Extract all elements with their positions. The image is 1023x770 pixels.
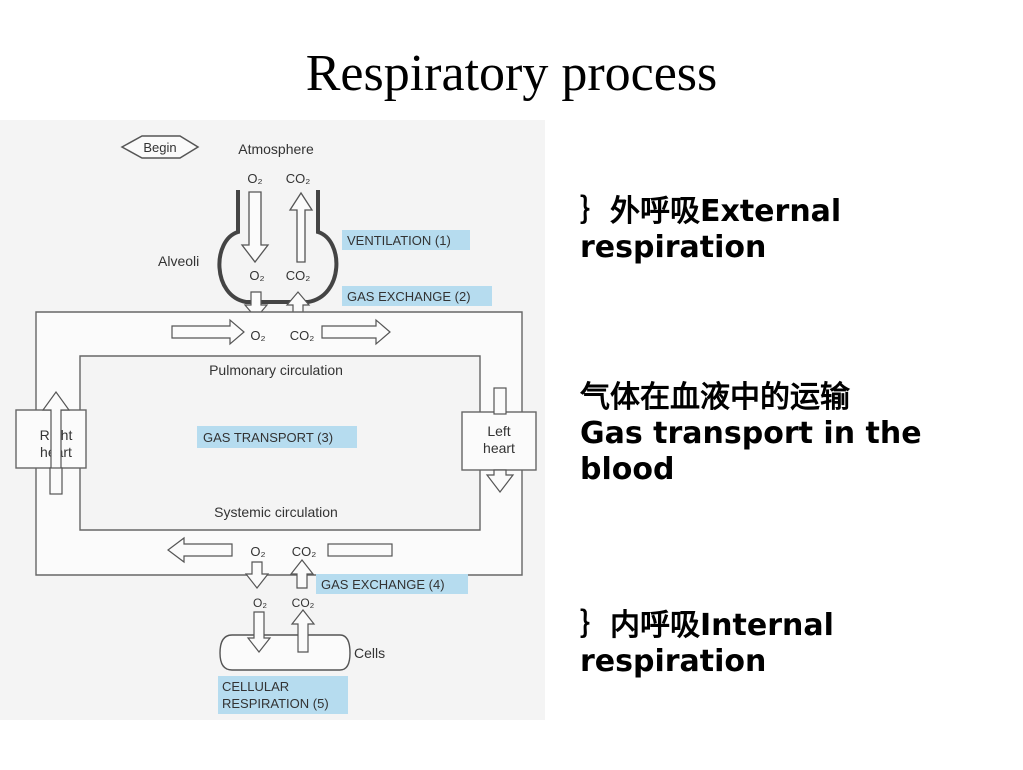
gas-exchange-2-label: GAS EXCHANGE (2) xyxy=(347,289,471,304)
circulation-loop xyxy=(35,311,523,576)
cell-shape xyxy=(219,634,351,671)
co2-exhale-arrow xyxy=(288,191,314,263)
pulmonary-label: Pulmonary circulation xyxy=(209,362,343,378)
left-heart-label-2: heart xyxy=(483,440,515,456)
gas-transport-label: GAS TRANSPORT (3) xyxy=(203,430,333,445)
cells-o2-arrow xyxy=(246,611,272,653)
cellular-label-1: CELLULAR xyxy=(222,679,289,694)
cellular-label-2: RESPIRATION (5) xyxy=(222,696,329,711)
respiratory-diagram: Begin Atmosphere O₂ CO₂ Alveoli VENTILAT… xyxy=(0,120,545,720)
atmosphere-co2: CO₂ xyxy=(286,171,311,186)
ventilation-label: VENTILATION (1) xyxy=(347,233,451,248)
transport-note-line-1: 气体在血液中的运输 xyxy=(580,380,850,415)
internal-respiration-note: ｝内呼吸Internal respiration xyxy=(580,608,834,680)
internal-note-line-1: ｝内呼吸Internal xyxy=(580,608,834,643)
gas-transport-box xyxy=(197,426,357,448)
begin-label: Begin xyxy=(143,140,176,155)
cells-o2: O₂ xyxy=(253,596,267,610)
left-heart-label-1: Left xyxy=(487,423,510,439)
systemic-in-bar xyxy=(327,543,393,557)
external-note-line-1: ｝外呼吸External xyxy=(580,194,842,229)
begin-marker xyxy=(120,135,200,159)
gas-exchange-2-box xyxy=(342,286,492,306)
cells-co2-arrow xyxy=(290,609,316,653)
transport-note-line-3: blood xyxy=(580,452,675,487)
systemic-label: Systemic circulation xyxy=(214,504,338,520)
gas-exchange-4-box xyxy=(316,574,468,594)
alveoli-outline xyxy=(217,190,339,304)
right-heart-stem xyxy=(49,467,63,495)
cells-co2: CO₂ xyxy=(292,596,315,610)
alveoli-o2: O₂ xyxy=(249,268,264,283)
ventilation-box xyxy=(342,230,470,250)
slide-title: Respiratory process xyxy=(305,45,718,102)
tissue-o2-arrow xyxy=(244,561,270,589)
alveoli-label: Alveoli xyxy=(158,253,199,269)
atmosphere-o2: O₂ xyxy=(247,171,262,186)
pulmonary-out-arrow xyxy=(321,318,391,346)
o2-inhale-arrow xyxy=(240,191,270,264)
transport-note-line-2: Gas transport in the xyxy=(580,416,922,451)
gas-transport-note: 气体在血液中的运输 Gas transport in the blood xyxy=(580,380,922,488)
systemic-o2: O₂ xyxy=(250,544,265,559)
diagram-svg: Begin Atmosphere O₂ CO₂ Alveoli VENTILAT… xyxy=(0,120,545,720)
tissue-co2-arrow xyxy=(289,559,315,589)
pulmonary-o2: O₂ xyxy=(250,328,265,343)
paper-background xyxy=(0,120,545,720)
left-heart-down-arrow xyxy=(485,469,515,493)
pulmonary-co2: CO₂ xyxy=(290,328,315,343)
atmosphere-label: Atmosphere xyxy=(238,141,314,157)
internal-note-line-2: respiration xyxy=(580,644,767,679)
systemic-out-arrow xyxy=(167,536,233,564)
left-heart-box xyxy=(461,411,537,471)
alveoli-co2: CO₂ xyxy=(286,268,311,283)
cells-label: Cells xyxy=(354,645,385,661)
cellular-respiration-box xyxy=(218,676,348,714)
systemic-co2: CO₂ xyxy=(292,544,317,559)
external-respiration-note: ｝外呼吸External respiration xyxy=(580,194,841,266)
left-heart-stem xyxy=(493,387,507,415)
pulmonary-in-arrow xyxy=(171,318,245,346)
external-note-line-2: respiration xyxy=(580,230,767,265)
gas-exchange-4-label: GAS EXCHANGE (4) xyxy=(321,577,445,592)
